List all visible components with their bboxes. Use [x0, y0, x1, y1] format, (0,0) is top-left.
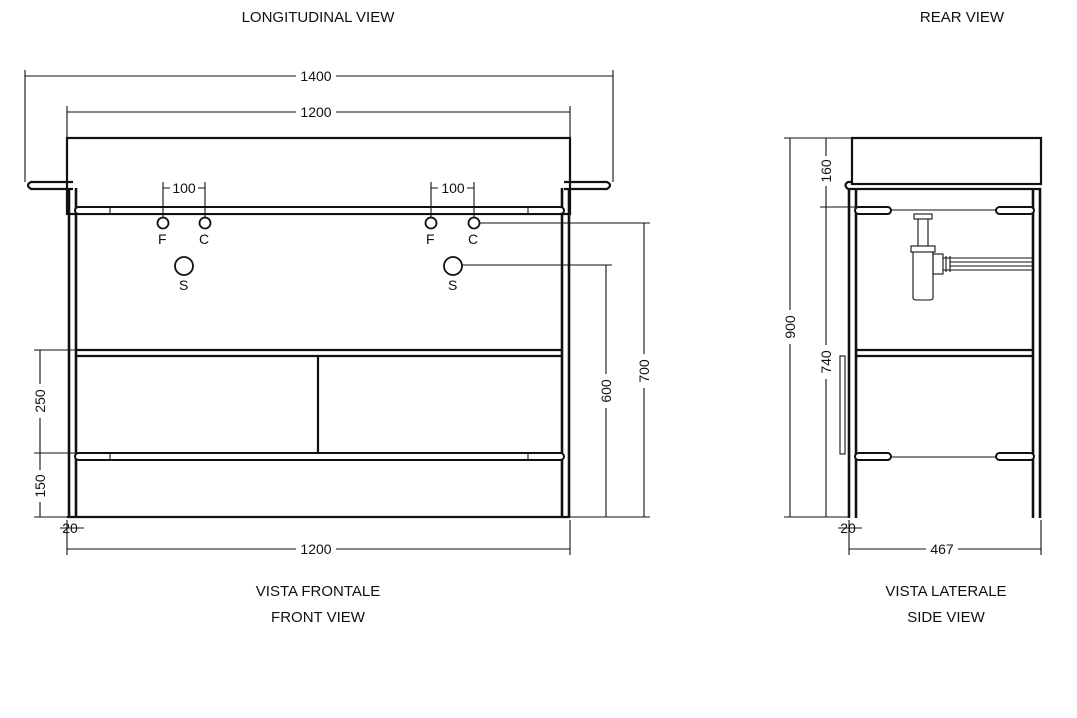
dim-base-height-label: 150	[32, 474, 48, 498]
drain-right	[443, 256, 463, 276]
longitudinal-view-title: LONGITUDINAL VIEW	[242, 9, 396, 26]
side-view: 900 160 740 20 467	[781, 136, 1043, 557]
cold-label-left: F	[158, 231, 167, 247]
dim-body-height: 740	[817, 207, 835, 517]
right-towel-arm	[564, 180, 612, 191]
dim-drawer-height: 250	[31, 349, 77, 454]
dim-total-height-label: 900	[782, 315, 798, 339]
drain-left	[174, 256, 194, 276]
dim-tap-spacing-left: 100	[162, 180, 206, 218]
cold-tap-right	[424, 216, 438, 230]
cold-tap-left	[156, 216, 170, 230]
dim-base-height: 150	[31, 453, 67, 518]
dim-tap-spacing-left-label: 100	[172, 180, 196, 196]
dim-drain-height: 600	[462, 264, 615, 518]
dim-top-height-label: 160	[818, 159, 834, 183]
dim-drawer-height-label: 250	[32, 389, 48, 413]
left-towel-arm	[26, 180, 73, 191]
dim-tap-height: 700	[480, 222, 653, 518]
dim-tap-spacing-right-label: 100	[441, 180, 465, 196]
dim-top-height: 160	[817, 138, 856, 208]
dim-top-width-label: 1200	[300, 104, 331, 120]
front-view: 1400 1200	[24, 68, 653, 557]
dim-top-width: 1200	[66, 104, 571, 138]
basin-top	[65, 136, 572, 216]
hot-label-left: C	[199, 231, 209, 247]
dim-leg-offset-front-label: 20	[62, 520, 78, 536]
hot-label-right: C	[468, 231, 478, 247]
front-view-title-it: VISTA FRONTALE	[256, 583, 380, 600]
drain-label-left: S	[179, 277, 188, 293]
dim-leg-offset-side-label: 20	[840, 520, 856, 536]
siphon-trap	[910, 213, 1033, 301]
dim-leg-offset-front: 20	[60, 520, 84, 536]
hot-tap-right	[467, 216, 481, 230]
side-basin-top	[850, 136, 1043, 186]
dim-body-height-label: 740	[818, 350, 834, 374]
dim-bottom-width: 1200	[66, 520, 571, 557]
dim-bottom-width-label: 1200	[300, 541, 331, 557]
lower-rail	[74, 452, 565, 461]
hot-tap-left	[198, 216, 212, 230]
rear-view-title: REAR VIEW	[920, 9, 1005, 26]
cold-label-right: F	[426, 231, 435, 247]
dim-depth-label: 467	[930, 541, 954, 557]
dim-drain-height-label: 600	[598, 379, 614, 403]
dim-tap-height-label: 700	[636, 359, 652, 383]
drain-label-right: S	[448, 277, 457, 293]
front-view-title-en: FRONT VIEW	[271, 609, 366, 626]
dim-total-width: 1400	[24, 68, 614, 182]
dim-leg-offset-side: 20	[838, 520, 862, 536]
dim-tap-spacing-right: 100	[430, 180, 475, 218]
drawer-handle-side	[839, 355, 846, 455]
dim-depth: 467	[848, 520, 1042, 557]
dim-total-width-label: 1400	[300, 68, 331, 84]
side-view-title-en: SIDE VIEW	[907, 609, 985, 626]
dim-total-height: 900	[781, 137, 852, 518]
side-view-title-it: VISTA LATERALE	[885, 583, 1006, 600]
upper-rail	[74, 206, 565, 215]
